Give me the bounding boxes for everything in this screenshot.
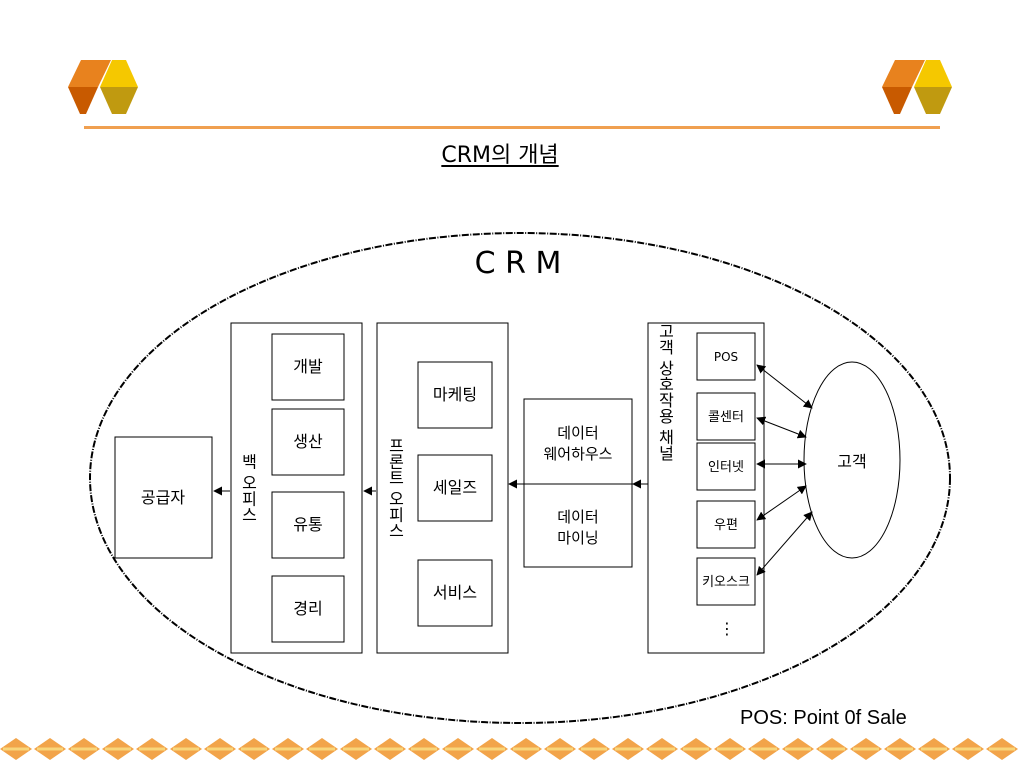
channel-item-box xyxy=(696,442,756,491)
channel-more-dots: ⋮ xyxy=(719,619,735,638)
front-office-item-box xyxy=(417,361,493,429)
logo-part-olive xyxy=(100,87,138,114)
logo-left xyxy=(68,60,138,114)
data-warehouse-line1: 데이터 xyxy=(557,424,598,442)
data-box xyxy=(523,398,633,568)
back-office-item-distribution: 유통 xyxy=(293,515,322,534)
logo-part-olive xyxy=(914,87,952,114)
page-title: CRM의 개념 xyxy=(441,143,559,168)
channel-item-pos: POS xyxy=(714,350,738,364)
logo-part-dark-orange xyxy=(68,87,98,114)
channel-item-box xyxy=(696,557,756,606)
channel-item-kiosk: 키오스크 xyxy=(702,575,750,590)
data-mining-line1: 데이터 xyxy=(557,508,598,526)
header-divider xyxy=(84,126,940,129)
logo-right xyxy=(882,60,952,114)
arrow-pos-customer xyxy=(756,364,813,409)
bottom-diamond-band xyxy=(0,738,1018,760)
crm-boundary-ellipse xyxy=(89,232,951,724)
channel-item-internet: 인터넷 xyxy=(708,460,744,475)
channel-label: 고객 상호작용 채널 xyxy=(656,323,675,461)
footnote: POS: Point 0f Sale xyxy=(740,707,907,729)
channel-item-call-center: 콜센터 xyxy=(708,410,744,425)
back-office-label: 백 오피스 xyxy=(239,453,258,522)
data-mining-line2: 마이닝 xyxy=(557,529,598,547)
front-office-item-marketing: 마케팅 xyxy=(433,385,477,404)
logo-part-yellow xyxy=(914,60,952,87)
supplier-label: 공급자 xyxy=(141,488,185,507)
logo-part-orange xyxy=(882,60,925,87)
front-office-item-box xyxy=(417,454,493,522)
customer-label: 고객 xyxy=(837,452,866,471)
back-office-item-dev: 개발 xyxy=(293,357,323,376)
channel-item-box xyxy=(696,500,756,549)
logo-part-yellow xyxy=(100,60,138,87)
logo-part-orange xyxy=(68,60,111,87)
back-office-item-production: 생산 xyxy=(293,432,323,451)
supplier-box xyxy=(114,436,213,559)
front-office-item-sales: 세일즈 xyxy=(433,478,477,497)
channel-item-box xyxy=(696,392,756,441)
arrow-kiosk-customer xyxy=(756,511,813,576)
logo-part-dark-orange xyxy=(882,87,912,114)
front-office-item-service: 서비스 xyxy=(433,583,477,602)
front-office-item-box xyxy=(417,559,493,627)
back-office-item-box xyxy=(271,333,345,401)
back-office-item-box xyxy=(271,575,345,643)
data-warehouse-line2: 웨어하우스 xyxy=(543,445,612,463)
back-office-item-box xyxy=(271,408,345,476)
back-office-item-box xyxy=(271,491,345,559)
crm-label: C R M xyxy=(475,246,562,281)
arrow-callcenter-customer xyxy=(756,416,807,439)
front-office-label: 프론트 오피스 xyxy=(386,437,405,538)
channel-item-mail: 우편 xyxy=(714,518,738,533)
channel-item-box xyxy=(696,332,756,381)
back-office-item-accounting: 경리 xyxy=(293,599,322,618)
